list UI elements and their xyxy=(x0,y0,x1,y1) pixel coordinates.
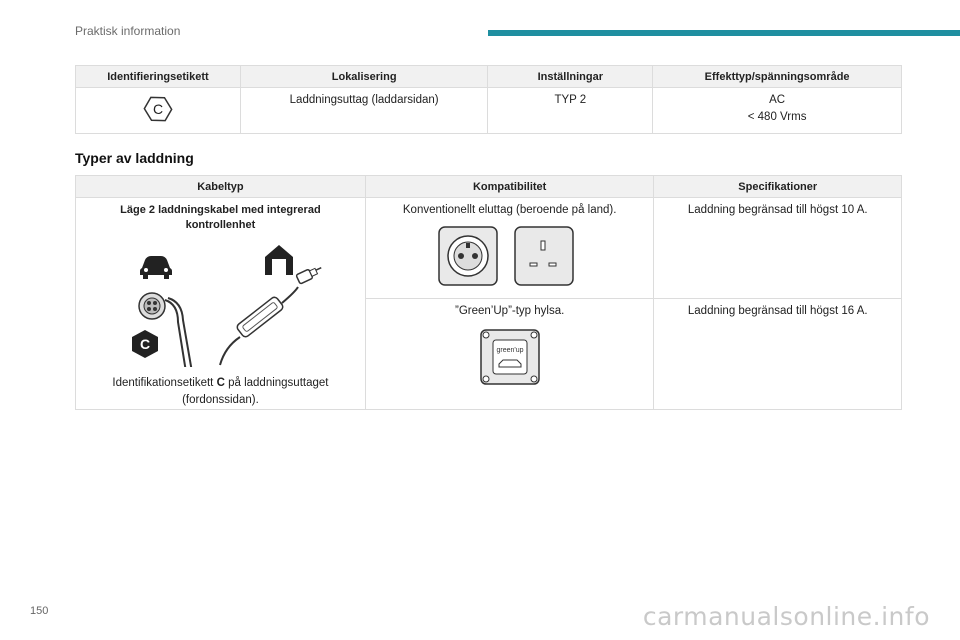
setting-cell: TYP 2 xyxy=(487,87,654,134)
hexagon-c-label-icon: C xyxy=(143,96,173,122)
uk-socket-icon xyxy=(513,226,574,286)
spec-cell: Laddning begränsad till högst 10 A. xyxy=(653,197,902,299)
hexagon-c-label-icon: C xyxy=(132,330,159,358)
voltage-range: < 480 Vrms xyxy=(747,111,807,123)
watermark: carmanualsonline.info xyxy=(642,602,930,631)
table-header-row: Kabeltyp Kompatibilitet Specifikationer xyxy=(75,175,902,198)
page-section-title: Praktisk information xyxy=(75,24,181,38)
power-cell: AC < 480 Vrms xyxy=(652,87,902,134)
header-accent-bar xyxy=(488,30,960,36)
house-icon xyxy=(265,245,294,275)
cable-cell: Läge 2 laddningskabel med integrerad kon… xyxy=(75,197,366,410)
column-header: Specifikationer xyxy=(653,175,902,198)
column-header: Identifieringsetikett xyxy=(75,65,241,88)
column-header: Kompatibilitet xyxy=(364,175,655,198)
location-cell: Laddningsuttag (laddarsidan) xyxy=(239,87,489,134)
spec-cell: Laddning begränsad till högst 16 A. xyxy=(653,297,902,411)
label-cell: C xyxy=(75,87,241,134)
power-type: AC xyxy=(769,94,786,106)
svg-text:green'up: green'up xyxy=(496,347,523,354)
cable-title: Läge 2 laddningskabel med integrerad kon… xyxy=(120,204,321,231)
compat-cell: Konventionellt eluttag (beroende på land… xyxy=(364,197,655,299)
car-icon xyxy=(140,256,173,279)
column-header: Inställningar xyxy=(487,65,654,88)
svg-text:C: C xyxy=(153,101,163,117)
identification-table: Identifieringsetikett Lokalisering Instä… xyxy=(75,65,902,134)
table-row: Läge 2 laddningskabel med integrerad kon… xyxy=(75,197,902,410)
cable-illustration: C xyxy=(132,245,322,373)
cable-caption: Identifikationsetikett C på laddningsutt… xyxy=(112,377,329,406)
greenup-socket-icon: green'up xyxy=(479,329,540,385)
column-header: Lokalisering xyxy=(239,65,489,88)
cable-control-box-icon xyxy=(219,266,322,366)
table-header-row: Identifieringsetikett Lokalisering Instä… xyxy=(75,65,902,88)
svg-text:C: C xyxy=(140,336,150,352)
page-number: 150 xyxy=(30,605,49,617)
charging-plug-icon xyxy=(138,292,194,373)
section-title: Typer av laddning xyxy=(75,150,194,166)
charging-types-table: Kabeltyp Kompatibilitet Specifikationer … xyxy=(75,175,902,411)
table-row: ”Green’Up”-typ hylsa. green'up Laddning … xyxy=(76,297,902,411)
column-header: Kabeltyp xyxy=(75,175,366,198)
table-row: C Laddningsuttag (laddarsidan) TYP 2 AC … xyxy=(75,87,902,134)
column-header: Effekttyp/spänningsområde xyxy=(652,65,902,88)
french-socket-icon xyxy=(437,226,498,286)
socket-pair xyxy=(437,226,574,286)
compat-cell: ”Green’Up”-typ hylsa. green'up xyxy=(364,297,655,411)
